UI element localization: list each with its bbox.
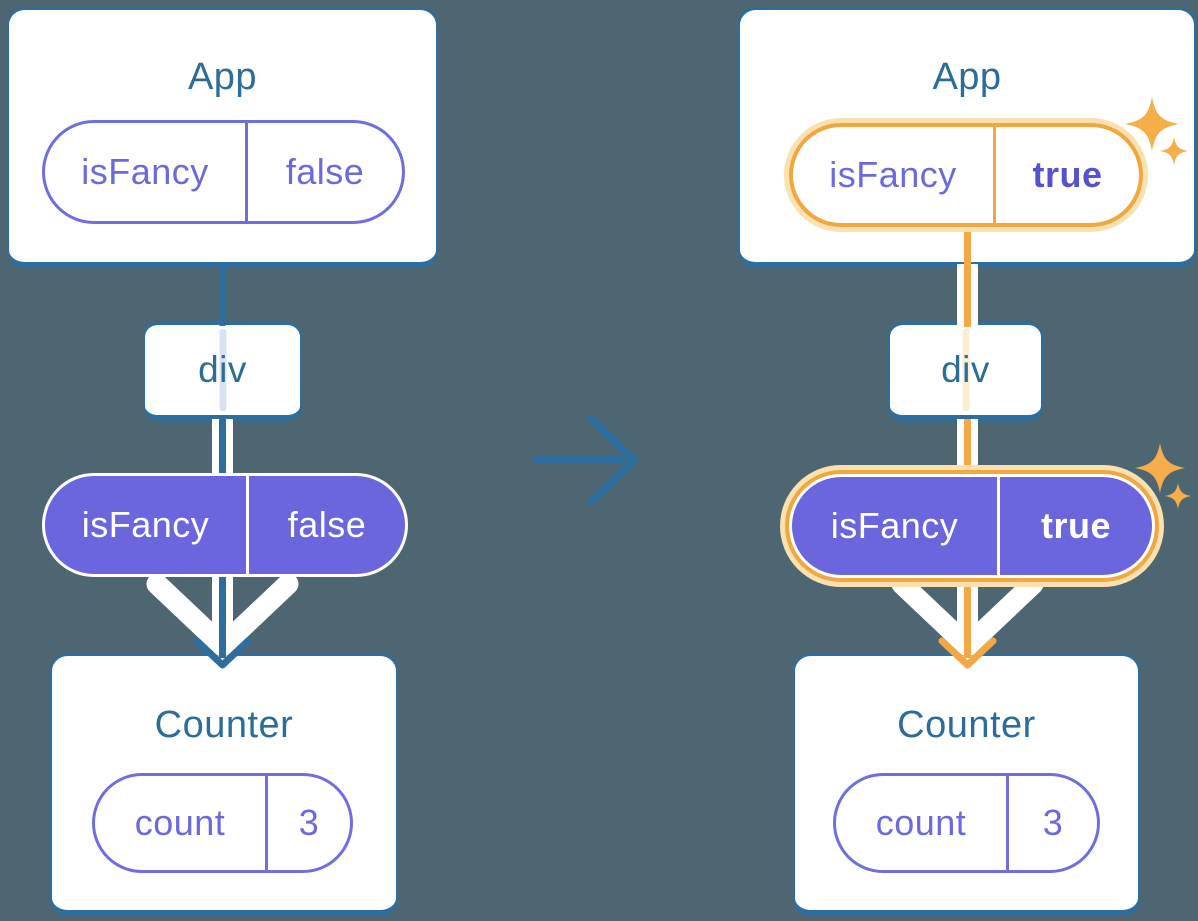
before-counter-title: Counter xyxy=(154,704,294,746)
prop-value: false xyxy=(285,151,365,192)
after-passed-prop-pill: isFancy true xyxy=(789,474,1155,578)
prop-flow-line-faint xyxy=(962,329,969,411)
after-div-card: div xyxy=(888,322,1043,421)
before-passed-prop-pill: isFancy false xyxy=(42,473,408,577)
after-div-title: div xyxy=(941,349,990,390)
before-app-prop-pill: isFancy false xyxy=(42,120,405,224)
after-counter-title: Counter xyxy=(897,704,1036,746)
arrow-head xyxy=(587,415,638,506)
transition-arrow-icon xyxy=(533,415,638,506)
state-value: 3 xyxy=(1042,802,1064,843)
state-value: 3 xyxy=(298,802,320,843)
prop-key: isFancy xyxy=(830,505,959,546)
before-app-title: App xyxy=(187,56,258,98)
pill-divider xyxy=(265,776,268,870)
prop-value: false xyxy=(287,504,367,545)
pill-divider xyxy=(246,476,249,574)
sparkle-icon xyxy=(1165,483,1191,509)
pill-divider xyxy=(245,123,248,221)
big-white-chevron xyxy=(891,573,1044,657)
after-app-title: App xyxy=(932,56,1002,98)
state-key: count xyxy=(875,802,967,843)
prop-value: true xyxy=(1040,505,1111,546)
before-div-card: div xyxy=(143,322,302,421)
prop-key: isFancy xyxy=(81,151,209,192)
pill-divider xyxy=(1006,776,1009,870)
pill-divider xyxy=(993,127,996,223)
after-connectors xyxy=(891,230,1044,669)
sparkle-icon xyxy=(1135,443,1185,493)
after-app-prop-pill: isFancy true xyxy=(789,123,1143,227)
prop-key: isFancy xyxy=(829,154,957,195)
prop-value: true xyxy=(1032,154,1103,195)
after-count-state-pill: count 3 xyxy=(833,773,1100,873)
before-div-title: div xyxy=(198,349,247,390)
before-count-state-pill: count 3 xyxy=(92,773,353,873)
state-key: count xyxy=(134,802,226,843)
prop-key: isFancy xyxy=(81,504,210,545)
big-white-chevron xyxy=(146,573,299,657)
pill-divider xyxy=(997,477,1000,575)
prop-flow-line-faint xyxy=(219,329,226,411)
